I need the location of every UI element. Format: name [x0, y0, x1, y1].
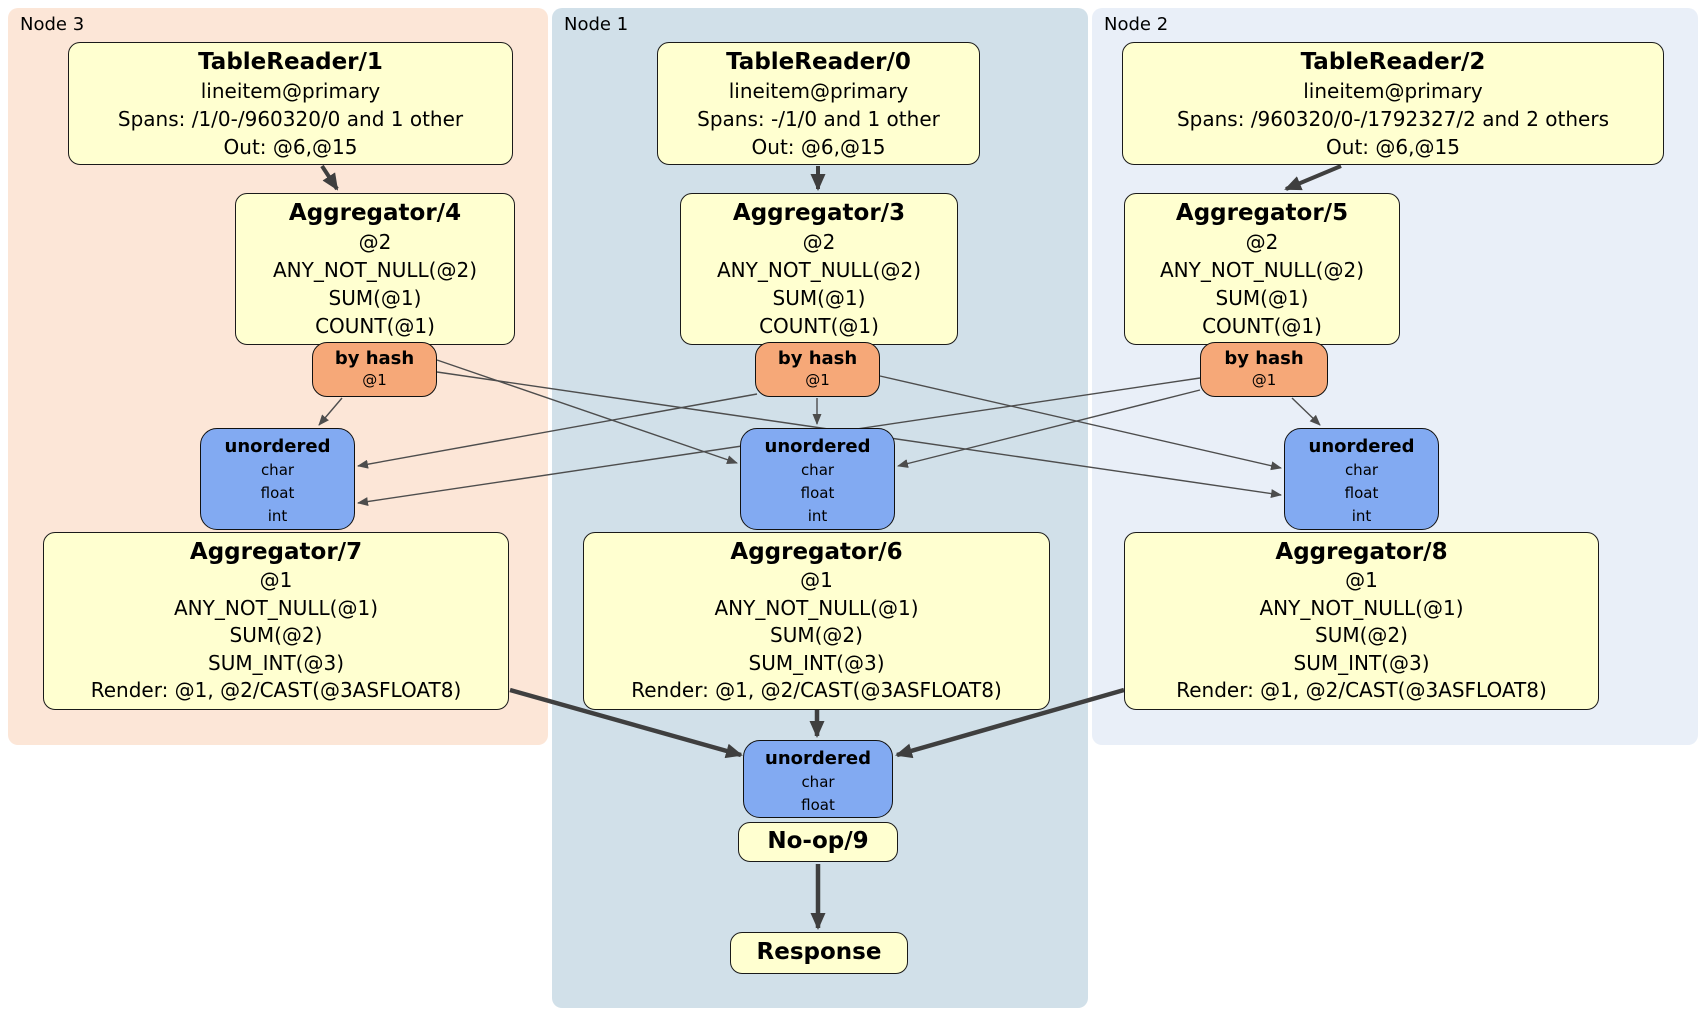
- aggregator-line: ANY_NOT_NULL(@2): [273, 258, 477, 282]
- aggregator-box: Aggregator/6 @1 ANY_NOT_NULL(@1) SUM(@2)…: [583, 532, 1050, 710]
- unordered-sync-box: unordered char float int: [1284, 428, 1439, 530]
- sync-column-type: float: [1344, 484, 1379, 502]
- hash-router-box: by hash @1: [312, 342, 437, 397]
- hash-router-key: @1: [362, 371, 387, 389]
- hash-router-key: @1: [805, 371, 830, 389]
- aggregator-box: Aggregator/3 @2 ANY_NOT_NULL(@2) SUM(@1)…: [680, 193, 958, 345]
- aggregator-line: SUM(@2): [229, 623, 323, 647]
- response-box: Response: [730, 932, 908, 974]
- tablereader-box: TableReader/2 lineitem@primary Spans: /9…: [1122, 42, 1664, 165]
- tablereader-line: Out: @6,@15: [1326, 135, 1460, 159]
- aggregator-line: ANY_NOT_NULL(@1): [1259, 595, 1464, 620]
- aggregator-line: Render: @1, @2/CAST(@3ASFLOAT8): [631, 678, 1002, 702]
- tablereader-title: TableReader/2: [1300, 49, 1486, 75]
- aggregator-line: Render: @1, @2/CAST(@3ASFLOAT8): [90, 678, 462, 702]
- aggregator-line: @1: [259, 568, 293, 592]
- hash-router-title: by hash: [777, 348, 858, 369]
- final-unordered-sync-box: unordered char float: [743, 740, 893, 818]
- tablereader-line: lineitem@primary: [728, 79, 909, 103]
- sync-column-type: char: [801, 773, 835, 791]
- sync-title: unordered: [765, 748, 871, 769]
- noop-title: No-op/9: [767, 828, 869, 854]
- aggregator-title: Aggregator/6: [730, 539, 903, 565]
- sync-column-type: int: [1351, 507, 1372, 525]
- node-label-1: Node 1: [564, 14, 629, 35]
- aggregator-line: SUM(@2): [1315, 623, 1408, 647]
- aggregator-line: ANY_NOT_NULL(@2): [717, 258, 921, 282]
- aggregator-line: COUNT(@1): [1202, 314, 1322, 338]
- sync-title: unordered: [764, 436, 871, 457]
- sync-column-type: float: [801, 796, 835, 814]
- aggregator-line: @1: [1345, 568, 1378, 592]
- tablereader-line: lineitem@primary: [1303, 79, 1483, 103]
- aggregator-box: Aggregator/7 @1 ANY_NOT_NULL(@1) SUM(@2)…: [43, 532, 509, 710]
- aggregator-line: ANY_NOT_NULL(@1): [714, 595, 919, 620]
- aggregator-line: SUM(@1): [772, 286, 866, 310]
- aggregator-line: SUM_INT(@3): [1293, 650, 1430, 675]
- hash-router-title: by hash: [1224, 348, 1304, 369]
- sync-column-type: char: [1344, 461, 1379, 479]
- noop-box: No-op/9: [738, 822, 898, 862]
- tablereader-line: Spans: /1/0-/960320/0 and 1 other: [117, 107, 464, 131]
- response-title: Response: [756, 939, 882, 965]
- node-label-3: Node 3: [20, 14, 85, 35]
- aggregator-title: Aggregator/3: [732, 200, 906, 226]
- hash-router-title: by hash: [334, 348, 415, 369]
- aggregator-title: Aggregator/8: [1275, 539, 1448, 565]
- aggregator-title: Aggregator/5: [1175, 200, 1349, 226]
- unordered-sync-box: unordered char float int: [740, 428, 895, 530]
- sync-title: unordered: [1308, 436, 1415, 457]
- aggregator-box: Aggregator/5 @2 ANY_NOT_NULL(@2) SUM(@1)…: [1124, 193, 1400, 345]
- aggregator-line: @2: [802, 230, 836, 254]
- hash-router-key: @1: [1251, 371, 1277, 389]
- aggregator-line: SUM(@2): [770, 623, 863, 647]
- aggregator-line: ANY_NOT_NULL(@1): [174, 595, 378, 620]
- tablereader-box: TableReader/0 lineitem@primary Spans: -/…: [657, 42, 980, 165]
- aggregator-box: Aggregator/4 @2 ANY_NOT_NULL(@2) SUM(@1)…: [235, 193, 515, 345]
- sync-title: unordered: [224, 436, 331, 457]
- tablereader-line: Out: @6,@15: [751, 135, 886, 159]
- aggregator-line: ANY_NOT_NULL(@2): [1160, 258, 1364, 282]
- hash-router-box: by hash @1: [755, 342, 880, 397]
- aggregator-line: @2: [358, 230, 392, 254]
- tablereader-line: Spans: -/1/0 and 1 other: [697, 107, 940, 131]
- sync-column-type: int: [267, 507, 288, 525]
- aggregator-title: Aggregator/4: [288, 200, 462, 226]
- aggregator-line: SUM_INT(@3): [208, 650, 344, 675]
- sync-column-type: int: [807, 507, 828, 525]
- aggregator-line: COUNT(@1): [315, 314, 435, 338]
- tablereader-line: Out: @6,@15: [223, 135, 358, 159]
- aggregator-title: Aggregator/7: [189, 539, 363, 565]
- tablereader-line: lineitem@primary: [200, 79, 381, 103]
- aggregator-box: Aggregator/8 @1 ANY_NOT_NULL(@1) SUM(@2)…: [1124, 532, 1599, 710]
- aggregator-line: COUNT(@1): [759, 314, 879, 338]
- aggregator-line: Render: @1, @2/CAST(@3ASFLOAT8): [1176, 678, 1547, 702]
- tablereader-box: TableReader/1 lineitem@primary Spans: /1…: [68, 42, 513, 165]
- tablereader-line: Spans: /960320/0-/1792327/2 and 2 others: [1176, 107, 1609, 131]
- aggregator-line: SUM(@1): [1215, 286, 1309, 310]
- node-label-2: Node 2: [1104, 14, 1169, 35]
- sync-column-type: float: [800, 484, 835, 502]
- unordered-sync-box: unordered char float int: [200, 428, 355, 530]
- sync-column-type: float: [260, 484, 295, 502]
- sync-column-type: char: [800, 461, 835, 479]
- aggregator-line: SUM_INT(@3): [748, 650, 885, 675]
- sync-column-type: char: [260, 461, 295, 479]
- tablereader-title: TableReader/0: [726, 49, 911, 75]
- aggregator-line: @2: [1245, 230, 1279, 254]
- aggregator-line: @1: [800, 568, 833, 592]
- aggregator-line: SUM(@1): [328, 286, 422, 310]
- hash-router-box: by hash @1: [1200, 342, 1328, 397]
- tablereader-title: TableReader/1: [198, 49, 383, 75]
